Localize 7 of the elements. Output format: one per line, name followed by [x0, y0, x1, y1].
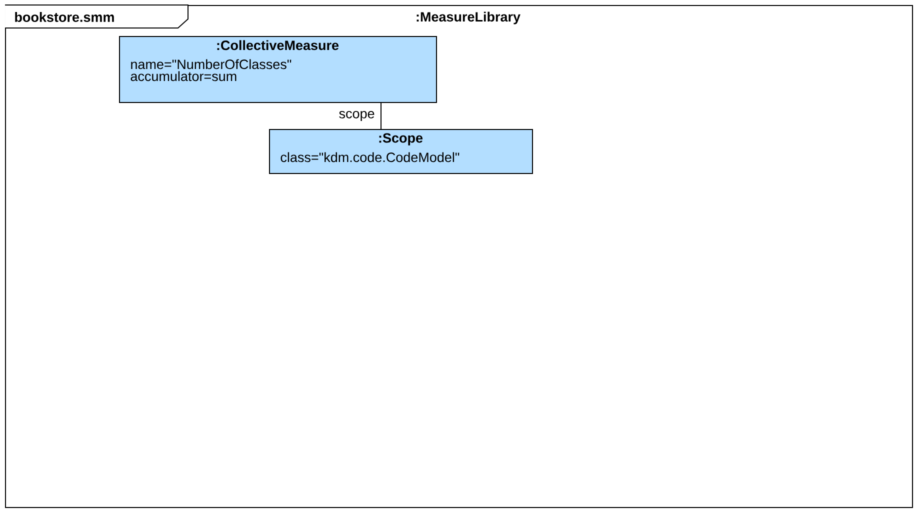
frame-tab: bookstore.smm	[4, 4, 188, 28]
attribute-list: name="NumberOfClasses" accumulator=sum	[130, 59, 292, 82]
object-name: :Scope	[379, 133, 423, 146]
connector-line	[380, 102, 382, 130]
attribute-list: class="kdm.code.CodeModel"	[280, 152, 460, 162]
frame-title: :MeasureLibrary	[416, 12, 520, 24]
object-name: :CollectiveMeasure	[217, 40, 339, 50]
